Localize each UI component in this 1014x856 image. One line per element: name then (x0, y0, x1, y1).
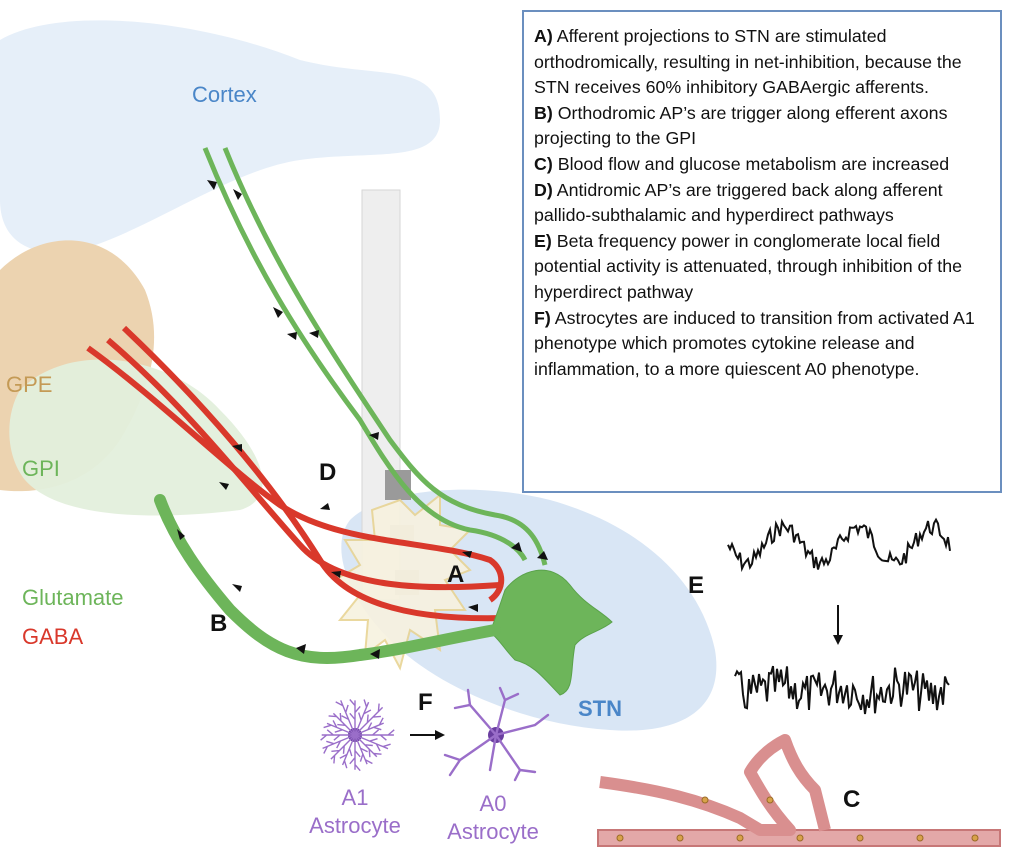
legend-text: Blood flow and glucose metabolism are in… (552, 153, 950, 174)
legend-key: A) (534, 26, 553, 46)
beta-lfp-trace-after (734, 665, 950, 715)
label-f: F (418, 689, 433, 716)
legend-key: C) (534, 153, 553, 174)
hyperdirect-fiber (222, 147, 548, 566)
legend-item-e: E) Beta frequency power in conglomerate … (534, 229, 990, 306)
a0-astrocyte-label: A0 Astrocyte (428, 790, 558, 846)
a1-astrocyte-branch (335, 700, 356, 736)
a1-astrocyte-branch (323, 720, 356, 736)
legend-key: D) (534, 179, 553, 200)
label-d: D (319, 459, 337, 486)
stn-efferent-fiber (154, 494, 501, 664)
legend-key: B) (534, 102, 553, 123)
pallido-subthalamic-fiber (86, 345, 505, 603)
a1-astrocyte-branch (354, 703, 384, 736)
legend-key: E) (534, 230, 552, 251)
a1-astrocyte-branch (330, 734, 356, 764)
a1-astrocyte-branch (354, 734, 382, 758)
glutamate-label: Glutamate (22, 585, 124, 610)
label-a: A (447, 561, 465, 588)
gpi-region (9, 359, 263, 516)
cortex-region (0, 20, 440, 253)
beta-lfp-trace-before (727, 517, 951, 573)
a1-astrocyte-branch (354, 734, 391, 752)
legend-item-b: B) Orthodromic AP’s are trigger along ef… (534, 101, 990, 152)
legend-key: F) (534, 307, 551, 328)
a0-label-line1: A0 (479, 791, 507, 816)
a1-astrocyte-branch (349, 735, 361, 772)
legend-item-c: C) Blood flow and glucose metabolism are… (534, 152, 990, 178)
legend-text: Orthodromic AP’s are trigger along effer… (534, 102, 948, 149)
a1-astrocyte-branch (328, 712, 356, 736)
action-potential-arrows (177, 180, 548, 659)
a1-astrocyte-branch (322, 734, 356, 754)
vessel-cells (616, 796, 979, 842)
cortex-label: Cortex (192, 82, 257, 107)
gpe-label: GPE (6, 372, 53, 397)
a1-astrocyte-branch (355, 729, 395, 741)
a1-astrocyte-label: A1 Astrocyte (290, 784, 420, 840)
a1-astrocyte-branch (320, 729, 355, 741)
stn-label: STN (578, 696, 622, 721)
pallido-subthalamic-fiber (121, 325, 506, 622)
legend-text: Afferent projections to STN are stimulat… (534, 26, 962, 98)
hyperdirect-fiber (202, 147, 528, 562)
a1-label-line1: A1 (341, 785, 369, 810)
a1-label-line2: Astrocyte (309, 813, 401, 838)
label-b: B (210, 610, 228, 637)
legend-text: Astrocytes are induced to transition fro… (534, 307, 975, 379)
a0-astrocyte-icon (443, 686, 550, 782)
blood-vessel-branch (599, 734, 831, 836)
legend-item-f: F) Astrocytes are induced to transition … (534, 306, 990, 383)
legend-item-a: A) Afferent projections to STN are stimu… (534, 24, 990, 101)
gpi-label: GPI (22, 456, 60, 481)
label-e: E (688, 572, 705, 599)
legend-box: A) Afferent projections to STN are stimu… (522, 10, 1002, 493)
legend-text: Antidromic AP’s are triggered back along… (534, 179, 943, 226)
pallido-subthalamic-fiber (106, 337, 501, 591)
a1-astrocyte-branch (354, 734, 373, 765)
a1-astrocyte-branch (354, 699, 372, 736)
legend-item-d: D) Antidromic AP’s are triggered back al… (534, 178, 990, 229)
a1-astrocyte-icon (320, 699, 395, 772)
gaba-label: GABA (22, 624, 84, 649)
legend-text: Beta frequency power in conglomerate loc… (534, 230, 963, 302)
label-c: C (843, 786, 861, 813)
a0-label-line2: Astrocyte (447, 819, 539, 844)
a1-astrocyte-branch (339, 734, 356, 769)
a1-astrocyte-branch (349, 699, 361, 735)
a1-astrocyte-branch (354, 717, 384, 736)
